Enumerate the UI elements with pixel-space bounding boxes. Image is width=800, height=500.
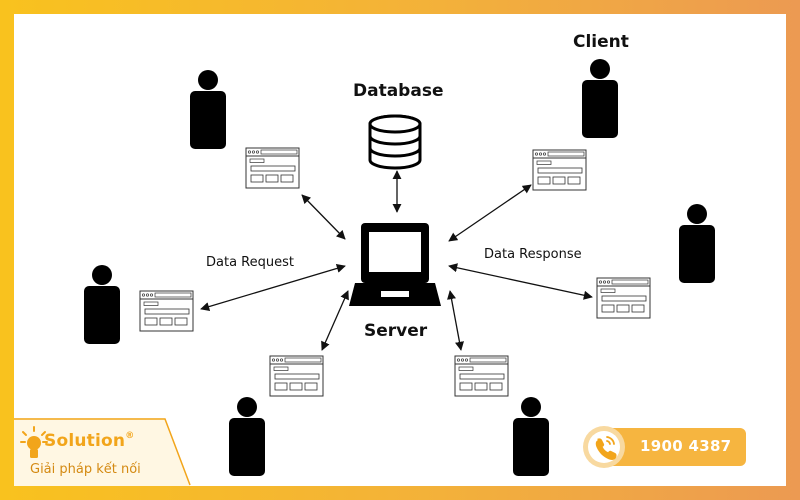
person-icon — [84, 265, 120, 344]
browser-window-icon — [139, 290, 194, 332]
person-icon — [582, 59, 618, 138]
server-label: Server — [364, 321, 428, 341]
database-label: Database — [353, 81, 443, 101]
data-request-label: Data Request — [206, 255, 294, 270]
browser-window-icon — [269, 355, 324, 397]
arrow-data-response — [448, 263, 593, 300]
arrow-client-bottom-right — [447, 290, 464, 351]
laptop-icon — [349, 223, 441, 306]
database-icon — [368, 114, 422, 170]
browser-window-icon — [596, 277, 651, 319]
lightbulb-icon — [20, 426, 48, 458]
brand-name: Solution® — [44, 431, 135, 451]
person-icon — [190, 70, 226, 149]
arrow-client-bottom-left — [321, 290, 349, 351]
hotline-number[interactable]: 1900 4387 — [640, 437, 732, 455]
brand-tagline: Giải pháp kết nối — [30, 462, 141, 477]
browser-window-icon — [454, 355, 509, 397]
data-response-label: Data Response — [484, 247, 582, 262]
browser-window-icon — [532, 149, 587, 191]
arrow-client-top-right — [448, 184, 532, 242]
browser-window-icon — [245, 147, 300, 189]
client-label: Client — [573, 32, 629, 52]
phone-icon — [583, 426, 625, 468]
arrow-client-top-left — [301, 194, 346, 240]
person-icon — [679, 204, 715, 283]
person-icon — [229, 397, 265, 476]
arrow-data-request — [200, 263, 346, 312]
person-icon — [513, 397, 549, 476]
